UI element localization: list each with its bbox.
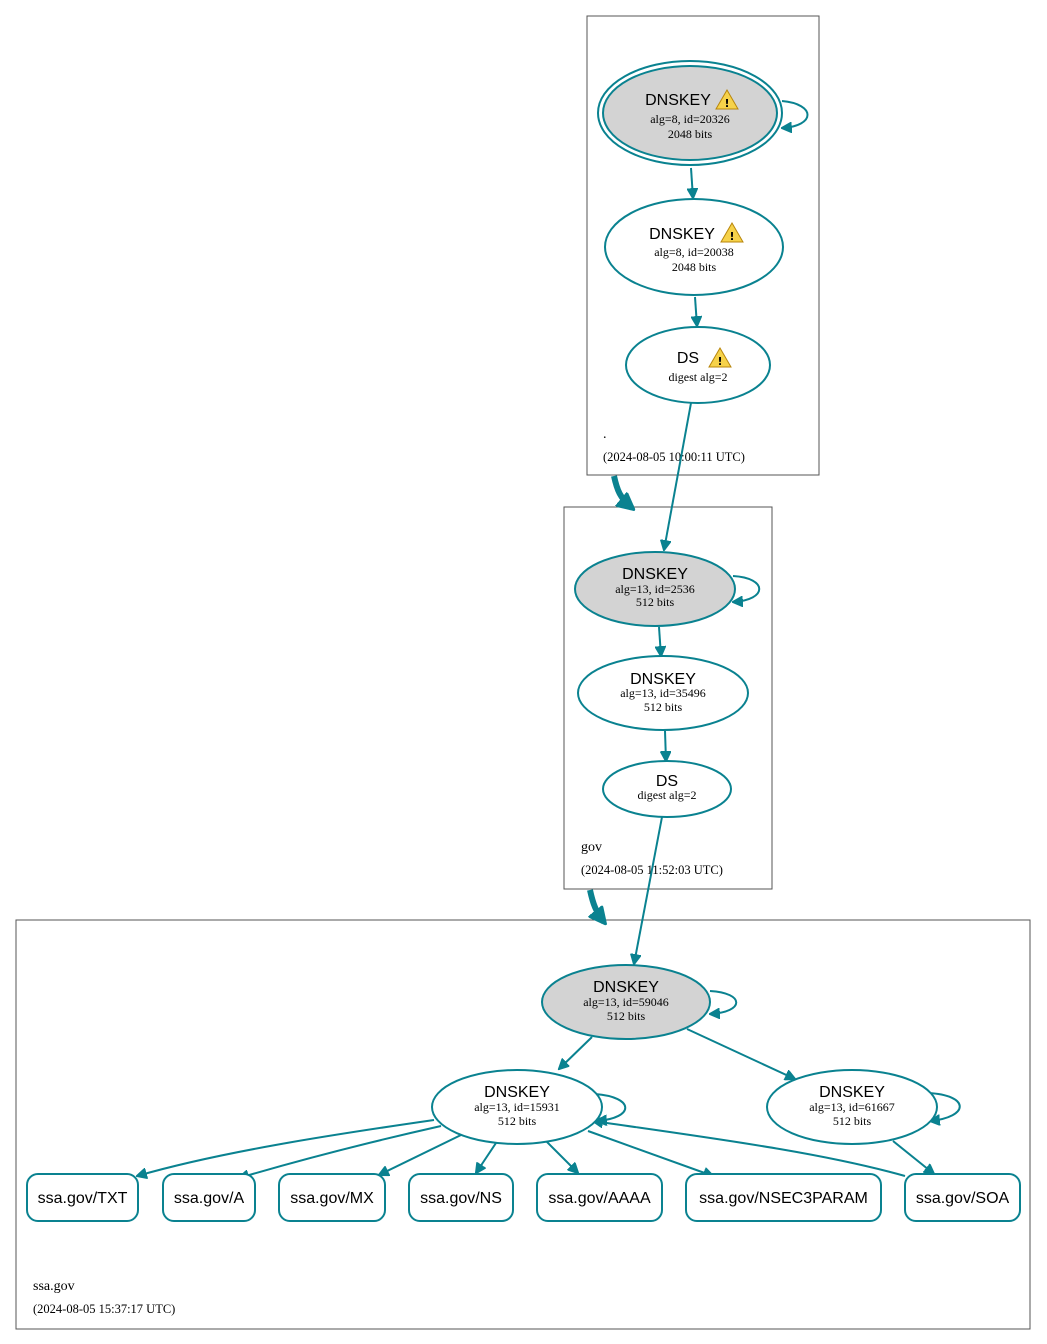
node-key-size: 512 bits	[833, 1114, 872, 1128]
zone-gov-name: gov	[581, 840, 602, 855]
node-type: DNSKEY	[645, 92, 711, 109]
node-key-size: 2048 bits	[672, 260, 717, 274]
edge-zsk1-a	[239, 1125, 442, 1178]
rrset-nsec3param[interactable]: ssa.gov/NSEC3PARAM	[685, 1173, 882, 1222]
rrset-txt[interactable]: ssa.gov/TXT	[26, 1173, 139, 1222]
edge-ssa-zsk2-self	[927, 1092, 961, 1121]
node-type: DS	[656, 773, 678, 790]
node-ssa-zsk2[interactable]: DNSKEY alg=13, id=61667 512 bits	[766, 1069, 938, 1145]
node-type: DNSKEY	[819, 1084, 885, 1101]
edge-root-zsk-ds	[695, 296, 697, 326]
rrset-label: ssa.gov/TXT	[38, 1190, 128, 1207]
node-type: DNSKEY	[630, 671, 696, 688]
node-digest: digest alg=2	[668, 370, 727, 384]
edge-root-ksk-zsk	[691, 167, 693, 198]
node-gov-ds[interactable]: DS digest alg=2	[602, 760, 732, 818]
zone-root-name: .	[603, 427, 607, 442]
rrset-label: ssa.gov/NS	[420, 1190, 502, 1207]
node-type: DNSKEY	[484, 1084, 550, 1101]
edge-zsk1-ns	[476, 1142, 497, 1173]
node-key-info: alg=8, id=20326	[650, 112, 730, 126]
node-key-info: alg=8, id=20038	[654, 245, 734, 259]
node-gov-ksk[interactable]: DNSKEY alg=13, id=2536 512 bits	[574, 551, 736, 627]
node-key-info: alg=13, id=59046	[583, 995, 669, 1009]
rrset-label: ssa.gov/SOA	[916, 1190, 1010, 1207]
zone-root-box	[586, 15, 820, 476]
node-root-ksk[interactable]: DNSKEY alg=8, id=20326 2048 bits	[597, 60, 783, 166]
edge-root-ds-gov-ksk	[664, 402, 692, 550]
delegation-arrow-gov-ssa	[587, 889, 604, 922]
rrset-label: ssa.gov/NSEC3PARAM	[699, 1190, 868, 1207]
zone-ssa-box	[15, 919, 1031, 1330]
zone-ssa-timestamp: (2024-08-05 15:37:17 UTC)	[33, 1302, 175, 1316]
rrset-mx[interactable]: ssa.gov/MX	[278, 1173, 386, 1222]
zone-ssa-name: ssa.gov	[33, 1279, 75, 1294]
zone-root-timestamp: (2024-08-05 10:00:11 UTC)	[603, 450, 745, 464]
edge-zsk1-txt	[137, 1119, 435, 1176]
rrset-label: ssa.gov/AAAA	[548, 1190, 651, 1207]
node-root-zsk[interactable]: DNSKEY alg=8, id=20038 2048 bits	[604, 198, 784, 296]
edge-soa-zsk1	[593, 1121, 906, 1177]
edge-gov-ksk-self	[733, 575, 761, 602]
node-key-size: 512 bits	[607, 1009, 646, 1023]
node-key-size: 512 bits	[498, 1114, 537, 1128]
edge-root-ksk-self	[782, 100, 809, 128]
edge-ssa-ksk-zsk2	[686, 1028, 795, 1079]
edge-gov-ds-ssa-ksk	[634, 816, 663, 964]
node-key-size: 512 bits	[636, 595, 675, 609]
node-ssa-ksk[interactable]: DNSKEY alg=13, id=59046 512 bits	[541, 964, 711, 1040]
node-gov-zsk[interactable]: DNSKEY alg=13, id=35496 512 bits	[577, 655, 749, 731]
node-digest: digest alg=2	[637, 788, 696, 802]
edge-gov-ksk-zsk	[659, 626, 661, 656]
delegation-arrow-root-gov	[611, 475, 632, 508]
node-key-info: alg=13, id=15931	[474, 1100, 560, 1114]
rrset-label: ssa.gov/MX	[290, 1190, 374, 1207]
edge-zsk1-nsec3param	[587, 1130, 713, 1176]
node-key-size: 2048 bits	[668, 127, 713, 141]
edge-gov-zsk-ds	[665, 730, 666, 761]
edge-ssa-zsk1-self	[594, 1093, 627, 1121]
node-root-ds[interactable]: DS digest alg=2	[625, 326, 771, 404]
rrset-ns[interactable]: ssa.gov/NS	[408, 1173, 514, 1222]
zone-gov-box	[563, 506, 773, 890]
node-key-info: alg=13, id=61667	[809, 1100, 895, 1114]
node-type: DNSKEY	[649, 226, 715, 243]
node-type: DS	[677, 350, 699, 367]
edge-zsk1-aaaa	[546, 1141, 578, 1173]
rrset-a[interactable]: ssa.gov/A	[162, 1173, 256, 1222]
edge-ssa-ksk-zsk1	[559, 1036, 593, 1069]
node-type: DNSKEY	[593, 979, 659, 996]
rrset-soa[interactable]: ssa.gov/SOA	[904, 1173, 1021, 1222]
node-key-info: alg=13, id=35496	[620, 686, 706, 700]
rrset-label: ssa.gov/A	[174, 1190, 245, 1207]
edge-zsk1-mx	[379, 1134, 462, 1175]
node-key-info: alg=13, id=2536	[615, 582, 695, 596]
rrset-aaaa[interactable]: ssa.gov/AAAA	[536, 1173, 663, 1222]
node-key-size: 512 bits	[644, 700, 683, 714]
edge-zsk2-soa	[892, 1140, 934, 1174]
node-ssa-zsk1[interactable]: DNSKEY alg=13, id=15931 512 bits	[431, 1069, 603, 1145]
edge-ssa-ksk-self	[710, 990, 738, 1014]
node-type: DNSKEY	[622, 566, 688, 583]
